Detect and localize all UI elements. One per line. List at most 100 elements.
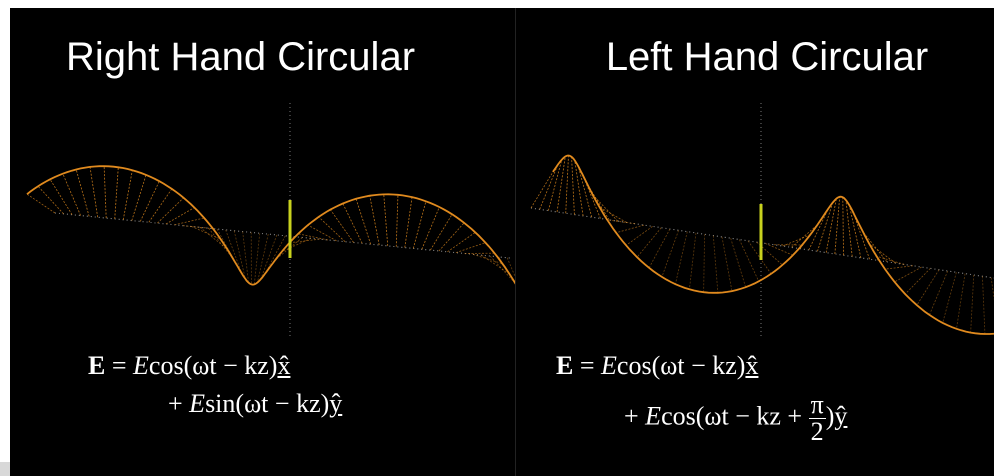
field-spoke: [481, 254, 510, 275]
field-spoke: [756, 241, 783, 266]
field-spoke: [970, 274, 975, 333]
field-spoke: [37, 185, 64, 215]
field-spoke: [165, 207, 195, 225]
left-hand-circular-panel: Left Hand Circular E = Ecos(ωt − kz)x̂ +…: [516, 8, 994, 476]
field-spoke: [636, 227, 662, 258]
equation-line-1: E = Ecos(ωt − kz)x̂: [88, 351, 291, 380]
field-spoke: [721, 236, 733, 292]
field-spoke: [89, 166, 99, 218]
helix-envelope: [552, 154, 994, 335]
field-spoke: [174, 217, 205, 226]
field-spoke: [916, 269, 940, 306]
field-spoke: [782, 234, 811, 247]
figure: Right Hand Circular E = Ecos(ωt − kz)x̂ …: [10, 8, 994, 476]
field-spoke: [447, 232, 476, 253]
horizontal-axis: [54, 212, 511, 259]
field-spoke: [982, 276, 986, 335]
field-spoke: [75, 169, 90, 217]
field-spoke: [834, 196, 841, 254]
field-spoke: [342, 203, 363, 244]
field-spoke: [942, 272, 957, 324]
field-spoke: [242, 231, 249, 283]
field-spoke: [369, 195, 380, 246]
window-corner: [0, 462, 10, 476]
field-spoke: [298, 233, 329, 241]
field-spoke: [675, 231, 688, 285]
field-spoke: [808, 208, 829, 251]
field-spoke: [688, 232, 697, 290]
field-spoke: [404, 197, 413, 248]
field-spoke: [738, 239, 760, 282]
field-spoke: [182, 225, 213, 229]
field-spoke: [281, 237, 312, 252]
field-spoke: [139, 180, 160, 222]
field-spoke: [712, 235, 719, 293]
field-spoke: [607, 219, 636, 225]
field-spoke: [539, 164, 559, 210]
field-spoke: [225, 229, 243, 274]
field-spoke: [355, 198, 372, 245]
field-spoke: [264, 235, 286, 275]
right-hand-helix-diagram: [26, 103, 515, 338]
field-spoke: [848, 205, 862, 258]
field-spoke: [199, 227, 228, 250]
field-spoke: [233, 230, 246, 280]
field-spoke: [565, 155, 569, 214]
field-spoke: [148, 188, 173, 223]
field-spoke: [765, 243, 793, 256]
field-spoke: [648, 228, 671, 269]
helix-envelope: [26, 165, 515, 286]
field-spoke: [894, 266, 922, 283]
field-spoke: [318, 216, 346, 242]
field-spoke: [884, 265, 914, 270]
field-spoke: [842, 197, 844, 256]
field-spoke: [625, 226, 653, 246]
field-spoke: [49, 179, 73, 215]
field-spoke: [330, 209, 354, 243]
field-spoke: [103, 166, 107, 219]
field-spoke: [929, 270, 949, 316]
field-spoke: [862, 231, 888, 263]
field-spoke: [845, 200, 853, 257]
field-spoke: [530, 171, 554, 209]
field-spoke: [615, 224, 644, 234]
field-spoke: [817, 202, 834, 252]
field-spoke: [131, 174, 147, 221]
left-hand-helix-diagram: [530, 103, 994, 338]
field-spoke: [791, 224, 818, 248]
field-spoke: [307, 224, 337, 242]
field-spoke: [661, 230, 679, 278]
field-spoke: [412, 201, 427, 249]
field-spoke: [571, 156, 575, 215]
field-spoke: [825, 198, 837, 253]
field-spoke: [260, 234, 278, 280]
field-spoke: [395, 194, 399, 247]
field-spoke: [191, 226, 221, 240]
field-spoke: [556, 156, 566, 212]
field-spoke: [876, 255, 905, 265]
field-spoke: [547, 159, 563, 211]
field-spoke: [62, 173, 81, 216]
field-spoke: [26, 193, 56, 214]
field-spoke: [956, 273, 966, 329]
field-spoke: [455, 242, 486, 254]
field-spoke: [868, 243, 896, 264]
equation-line-2: + Esin(ωt − kz)ŷ: [168, 389, 343, 418]
field-spoke: [383, 194, 389, 246]
field-spoke: [577, 166, 593, 218]
field-spoke: [253, 233, 261, 285]
field-spoke: [289, 238, 320, 244]
field-spoke: [430, 214, 453, 251]
right-hand-circular-panel: Right Hand Circular E = Ecos(ωt − kz)x̂ …: [10, 8, 515, 476]
field-spoke: [599, 206, 627, 223]
field-spoke: [730, 238, 747, 288]
field-spoke: [257, 234, 269, 283]
field-spoke: [157, 197, 184, 224]
field-spoke: [852, 212, 870, 260]
panel-title-right-hand: Right Hand Circular: [65, 35, 416, 79]
field-spoke: [438, 222, 465, 252]
panel-title-left-hand: Left Hand Circular: [605, 35, 929, 79]
field-spoke: [506, 257, 515, 278]
